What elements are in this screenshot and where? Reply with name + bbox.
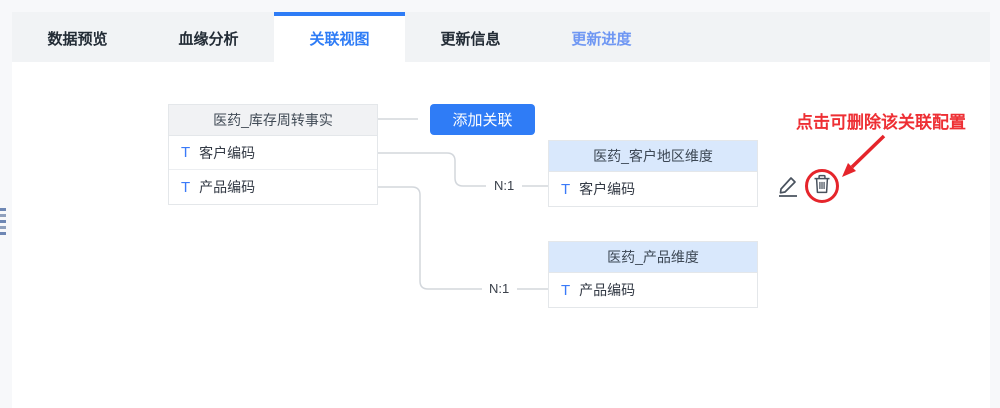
delete-association-button[interactable] — [812, 173, 832, 200]
tab-data-preview[interactable]: 数据预览 — [47, 30, 108, 48]
tab-update-progress[interactable]: 更新进度 — [571, 30, 632, 48]
dimension-table-product: 医药_产品维度 T 产品编码 — [548, 241, 758, 308]
field-label: 产品编码 — [579, 282, 636, 298]
relation-cardinality-label: N:1 — [492, 178, 517, 193]
dimension-field-product-code[interactable]: T 产品编码 — [549, 273, 757, 307]
edit-association-button[interactable] — [777, 174, 799, 198]
main-table: 医药_库存周转事实 T 客户编码 T 产品编码 — [168, 104, 378, 205]
add-association-button[interactable]: 添加关联 — [430, 104, 535, 135]
annotation-text: 点击可删除该关联配置 — [796, 113, 966, 132]
tab-bar: 数据预览 血缘分析 关联视图 更新信息 更新进度 — [12, 12, 990, 62]
T-type-icon: T — [561, 180, 571, 198]
dimension-table-customer-region: 医药_客户地区维度 T 客户编码 — [548, 140, 758, 207]
pencil-icon — [779, 177, 797, 197]
dimension-table-title: 医药_产品维度 — [549, 242, 757, 273]
trash-icon — [814, 174, 830, 193]
T-type-icon: T — [181, 144, 191, 161]
main-table-field-customer-code[interactable]: T 客户编码 — [169, 136, 377, 170]
field-label: 产品编码 — [199, 179, 256, 195]
field-label: 客户编码 — [199, 144, 256, 161]
tab-association-view[interactable]: 关联视图 — [274, 12, 405, 62]
annotation-arrow — [842, 134, 886, 177]
dimension-table-title: 医药_客户地区维度 — [549, 141, 757, 172]
tab-lineage-analysis[interactable]: 血缘分析 — [178, 30, 239, 48]
T-type-icon: T — [181, 178, 191, 196]
delete-highlight-circle — [805, 169, 839, 203]
relation-cardinality-label: N:1 — [487, 281, 512, 296]
tab-update-info[interactable]: 更新信息 — [440, 30, 501, 48]
main-table-title: 医药_库存周转事实 — [169, 105, 377, 136]
association-canvas: N:1 N:1 医药_库存周转事实 T 客户编码 T 产品编码 添加关联 医药_… — [12, 62, 990, 408]
T-type-icon: T — [561, 281, 571, 299]
dimension-field-customer-code[interactable]: T 客户编码 — [549, 172, 757, 206]
field-label: 客户编码 — [579, 181, 636, 197]
main-table-field-product-code[interactable]: T 产品编码 — [169, 170, 377, 204]
